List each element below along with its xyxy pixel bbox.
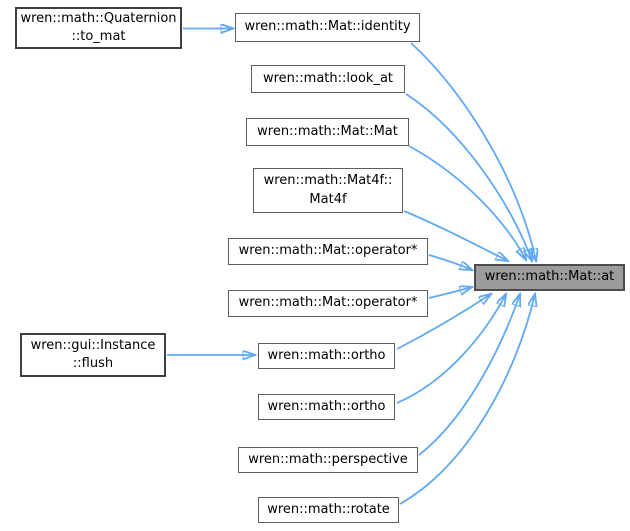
- node-mat4f-mat4f[interactable]: wren::math::Mat4f:: Mat4f: [253, 168, 403, 213]
- node-ortho-1[interactable]: wren::math::ortho: [258, 343, 395, 369]
- node-label: wren::math::rotate: [267, 501, 390, 517]
- node-ortho-2[interactable]: wren::math::ortho: [258, 394, 395, 420]
- edge-identity-to-at: [410, 42, 536, 261]
- node-quaternion-to-mat[interactable]: wren::math::Quaternion ::to_mat: [15, 7, 182, 49]
- node-label: wren::gui::Instance ::flush: [30, 337, 156, 371]
- node-label: wren::math::Mat::operator*: [238, 295, 418, 311]
- edge-look-at-to-at: [405, 93, 532, 261]
- node-mat-operator-mul-1[interactable]: wren::math::Mat::operator*: [228, 238, 428, 265]
- edge-operator2-to-at: [428, 287, 472, 299]
- node-label: wren::math::Mat::Mat: [257, 123, 398, 139]
- node-label: wren::math::perspective: [248, 451, 408, 467]
- edge-perspective-to-at: [418, 294, 520, 456]
- edge-mat4f-to-at: [403, 210, 508, 261]
- node-label: wren::math::ortho: [267, 398, 386, 414]
- node-mat-mat[interactable]: wren::math::Mat::Mat: [246, 118, 409, 146]
- node-perspective[interactable]: wren::math::perspective: [238, 447, 418, 473]
- node-label: wren::math::Mat::operator*: [238, 243, 418, 259]
- node-label: wren::math::Mat::identity: [244, 19, 411, 35]
- node-label: wren::math::Mat::at: [484, 269, 615, 285]
- node-label: wren::math::look_at: [262, 70, 394, 86]
- node-mat-operator-mul-2[interactable]: wren::math::Mat::operator*: [228, 290, 428, 317]
- edge-mat-mat-to-at: [408, 145, 526, 260]
- node-label: wren::math::Quaternion ::to_mat: [20, 10, 177, 44]
- node-gui-instance-flush[interactable]: wren::gui::Instance ::flush: [20, 333, 166, 377]
- node-mat-identity[interactable]: wren::math::Mat::identity: [235, 13, 420, 42]
- edge-rotate-to-at: [399, 294, 535, 505]
- edge-ortho1-to-at: [396, 294, 491, 350]
- edge-operator1-to-at: [428, 254, 472, 270]
- node-rotate[interactable]: wren::math::rotate: [258, 497, 399, 523]
- edge-ortho2-to-at: [396, 294, 506, 404]
- node-label: wren::math::ortho: [267, 347, 386, 363]
- node-look-at[interactable]: wren::math::look_at: [251, 65, 405, 93]
- node-mat-at-current: wren::math::Mat::at: [474, 264, 625, 291]
- node-label: wren::math::Mat4f:: Mat4f: [263, 173, 393, 207]
